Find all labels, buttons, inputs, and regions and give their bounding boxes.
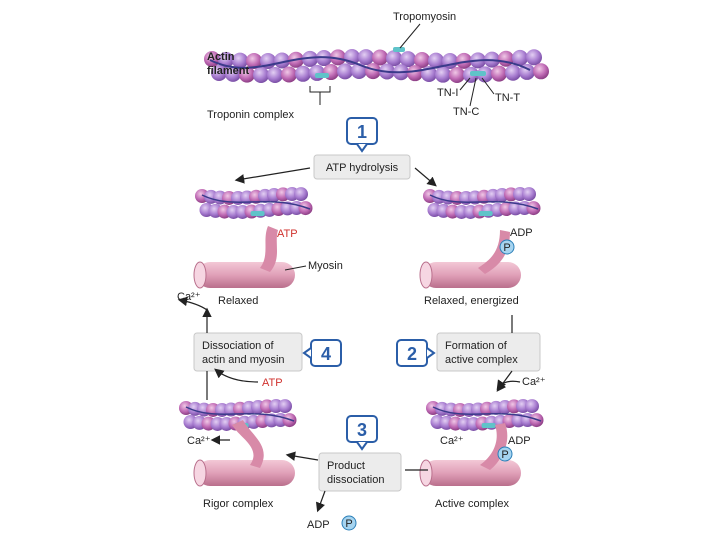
filament-relaxed (195, 187, 313, 219)
step-4-text-1: Dissociation of (202, 340, 274, 352)
actin-bead (491, 66, 507, 82)
arrow-to-active (498, 371, 512, 390)
state-relaxed: Relaxed (218, 295, 258, 307)
arrow-to-energized (415, 168, 435, 185)
filament-active (426, 399, 544, 431)
actin-bead (294, 187, 308, 201)
step-4-badge: 4 (304, 340, 341, 366)
actin-filaments (179, 49, 549, 431)
actin-filament-label-1: Actin (207, 51, 235, 63)
actin-bead (295, 66, 311, 82)
step-3-text-1: Product (327, 460, 365, 472)
phosphate-released: P (342, 516, 356, 530)
ca-label-active: Ca²⁺ (440, 435, 464, 447)
step-4-text-2: actin and myosin (202, 354, 285, 366)
actin-bead (407, 65, 423, 81)
actin-bead (435, 67, 451, 83)
troponin-marker (482, 423, 496, 428)
arrow-to-rigor (288, 455, 318, 460)
step-2-box: Formation of active complex (437, 333, 540, 371)
adp-label-released: ADP (307, 519, 330, 531)
step-4-number: 4 (321, 344, 331, 364)
step-2-text-1: Formation of (445, 340, 508, 352)
myosin-label: Myosin (308, 260, 343, 272)
phosphate-active-text: P (501, 449, 508, 461)
step-1-badge: 1 (347, 118, 377, 151)
myosin-energized (420, 230, 521, 288)
state-rigor-complex: Rigor complex (203, 498, 274, 510)
troponin-complex-label: Troponin complex (207, 109, 295, 121)
actin-bead (526, 49, 542, 65)
phosphate-active: P (498, 447, 512, 461)
phosphate-energized: P (500, 240, 514, 254)
atp-label-relaxed: ATP (277, 228, 298, 240)
actin-bead (267, 67, 283, 83)
actin-bead (337, 63, 353, 79)
step-2-badge: 2 (397, 340, 434, 366)
phosphate-energized-text: P (503, 242, 510, 254)
actin-bead (533, 63, 549, 79)
state-relaxed-energized: Relaxed, energized (424, 295, 519, 307)
arrow-to-relaxed (237, 168, 310, 180)
step-3-box: Product dissociation (319, 453, 401, 491)
troponin-marker (251, 211, 265, 216)
troponin-marker (479, 211, 493, 216)
actin-bead (522, 187, 536, 201)
state-active-complex: Active complex (435, 498, 509, 510)
troponin-upper-marker (393, 47, 405, 52)
step-1-text: ATP hydrolysis (326, 162, 399, 174)
troponin-complex-marker (315, 73, 329, 78)
step-2-number: 2 (407, 344, 417, 364)
troponin-tn-marker (470, 71, 486, 76)
actin-bead (309, 65, 325, 81)
ca-label-out: Ca²⁺ (177, 291, 201, 303)
tn-t-label: TN-T (495, 92, 520, 104)
actin-bead (498, 51, 514, 67)
tn-i-label: TN-I (437, 87, 458, 99)
actin-bead (358, 49, 374, 65)
step-3-number: 3 (357, 420, 367, 440)
actin-bead (278, 399, 292, 413)
actin-bead (449, 67, 465, 83)
ca-label-rigor: Ca²⁺ (187, 435, 211, 447)
actin-filament-label-2: filament (207, 65, 250, 77)
arrow-ca-in (498, 381, 520, 388)
step-1-box: ATP hydrolysis (314, 155, 410, 179)
adp-label-energized: ADP (510, 227, 533, 239)
actin-bead (253, 67, 269, 83)
tn-c-label: TN-C (453, 106, 479, 118)
step-4-box: Dissociation of actin and myosin (194, 333, 302, 371)
step-3-text-2: dissociation (327, 474, 384, 486)
troponin-bracket (310, 86, 330, 105)
phosphate-released-text: P (345, 518, 352, 530)
actin-bead (372, 50, 388, 66)
actin-bead (281, 67, 297, 83)
atp-label-step4: ATP (262, 377, 283, 389)
tropomyosin-leader (400, 24, 420, 48)
step-1-number: 1 (357, 122, 367, 142)
filament-energized (423, 187, 541, 219)
tropomyosin-label: Tropomyosin (393, 11, 456, 23)
adp-label-active: ADP (508, 435, 531, 447)
arrow-to-adp-release (318, 491, 325, 510)
step-2-text-2: active complex (445, 354, 518, 366)
ca-label-in: Ca²⁺ (522, 376, 546, 388)
arrow-atp-in (216, 370, 258, 382)
actin-bead (505, 65, 521, 81)
step-3-badge: 3 (347, 416, 377, 449)
actin-bead (525, 399, 539, 413)
